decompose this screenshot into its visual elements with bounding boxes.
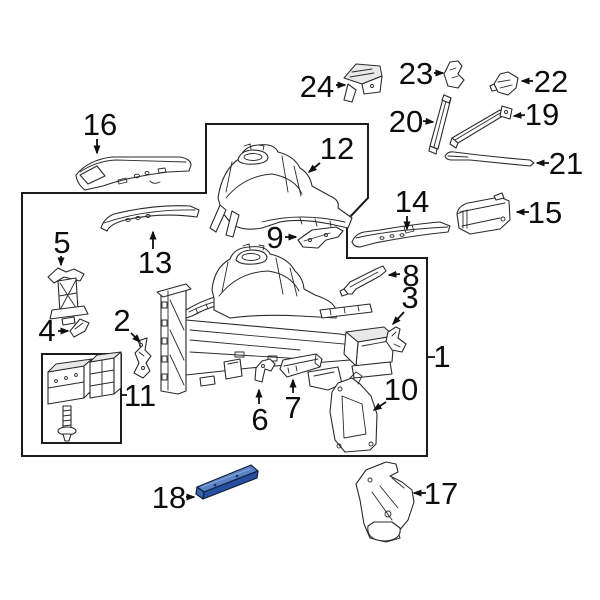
part-drawing-14[interactable] (351, 221, 451, 248)
part-drawing-23[interactable] (443, 60, 465, 89)
part-label-21[interactable]: 21 (549, 146, 583, 181)
part-drawing-12[interactable] (209, 143, 353, 238)
part-drawing-16[interactable] (75, 156, 192, 191)
part-drawing-6[interactable] (254, 358, 276, 383)
part-drawing-9[interactable] (297, 226, 344, 249)
part-drawing-11[interactable] (47, 351, 122, 442)
leader-arrow-19 (512, 111, 526, 119)
assembly-box-border (21, 123, 428, 457)
part-label-3[interactable]: 3 (401, 280, 418, 315)
part-drawing-1[interactable] (156, 243, 395, 395)
part-label-13[interactable]: 13 (138, 245, 172, 280)
part-drawing-22[interactable] (489, 71, 519, 96)
part-label-22[interactable]: 22 (534, 64, 568, 99)
part-drawing-7[interactable] (279, 353, 323, 378)
part-label-2[interactable]: 2 (113, 303, 130, 338)
part-drawing-3[interactable] (385, 326, 407, 353)
part-drawing-20[interactable] (428, 94, 452, 155)
part-drawing-24[interactable] (343, 63, 383, 103)
part-drawing-13[interactable] (100, 205, 200, 232)
leader-arrow-10 (372, 401, 387, 411)
part-drawing-18-highlighted[interactable] (195, 464, 259, 500)
part-drawing-4[interactable] (69, 318, 90, 338)
part-drawing-21[interactable] (444, 151, 535, 167)
part-drawing-5[interactable] (47, 267, 89, 326)
part-drawing-17[interactable] (355, 461, 415, 543)
part-label-10[interactable]: 10 (384, 372, 418, 407)
part-drawing-19[interactable] (449, 105, 513, 149)
part-label-9[interactable]: 9 (266, 220, 283, 255)
part-label-11[interactable]: 11 (124, 378, 156, 413)
part-label-4[interactable]: 4 (38, 313, 55, 348)
leader-arrow-20 (422, 117, 435, 125)
part-label-5[interactable]: 5 (53, 225, 70, 260)
leader-arrow-2 (130, 332, 142, 344)
leader-arrow-8 (387, 270, 401, 278)
callout-labels: 1 2 3 4 5 6 7 8 9 10 11 12 13 14 15 16 1… (38, 56, 583, 515)
hardware-box-border (41, 353, 122, 444)
part-label-18[interactable]: 18 (152, 480, 186, 515)
part-label-19[interactable]: 19 (525, 97, 559, 132)
part-label-15[interactable]: 15 (528, 195, 562, 230)
part-drawing-10[interactable] (329, 371, 378, 453)
part-label-20[interactable]: 20 (389, 104, 423, 139)
part-label-12[interactable]: 12 (320, 131, 354, 166)
part-label-7[interactable]: 7 (284, 390, 301, 425)
part-label-1[interactable]: 1 (433, 339, 450, 374)
leader-lines (57, 69, 549, 501)
part-label-17[interactable]: 17 (424, 476, 458, 511)
part-label-14[interactable]: 14 (395, 184, 429, 219)
part-drawing-15[interactable] (456, 192, 511, 235)
part-label-16[interactable]: 16 (83, 107, 117, 142)
leader-arrow-3 (391, 311, 405, 326)
part-label-24[interactable]: 24 (300, 69, 334, 104)
part-label-23[interactable]: 23 (399, 56, 433, 91)
part-label-6[interactable]: 6 (251, 402, 268, 437)
leader-arrow-12 (307, 162, 321, 173)
part-drawing-8[interactable] (339, 265, 387, 297)
part-label-8[interactable]: 8 (402, 258, 419, 293)
part-drawing-2[interactable] (133, 337, 152, 379)
